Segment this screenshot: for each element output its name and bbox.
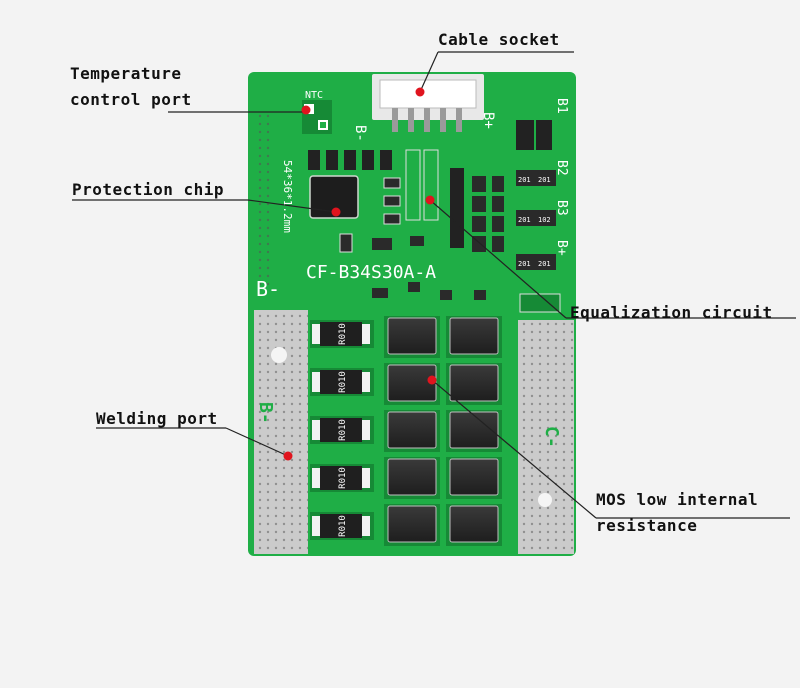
silk-c-minus: C- (541, 426, 562, 448)
smd-cluster (339, 149, 504, 253)
callout-welding-port: Welding port (96, 409, 293, 461)
callout-equalization: Equalization circuit (425, 195, 796, 322)
silk-b-plus-top: B+ (480, 112, 496, 129)
mosfet (387, 458, 437, 496)
sense-resistor-cap-right (362, 468, 370, 488)
silk-b-minus-top: B- (352, 125, 368, 142)
model-marking: CF-B34S30A-A (306, 262, 436, 283)
resistor-code-3: 201 (518, 216, 531, 224)
equalization-resistors: 201 201 201 102 201 201 (516, 120, 556, 270)
resistor-code-4: 102 (538, 216, 551, 224)
resistor-code-1: 201 (518, 176, 531, 184)
welding-port-label: Welding port (96, 409, 218, 428)
mosfet (449, 317, 499, 355)
sense-resistor-code: R010 (338, 515, 348, 537)
silk-b1: B1 (554, 98, 569, 114)
mosfet-grid (384, 316, 502, 546)
callout-temperature: Temperature control port (70, 64, 311, 115)
mount-hole-right (538, 493, 552, 507)
mos-leader (431, 379, 597, 519)
welding-port-leader (225, 427, 289, 457)
sense-resistor-code: R010 (338, 467, 348, 489)
sense-resistor (320, 418, 362, 442)
silk-b-minus-pad: B- (255, 402, 276, 424)
top-smd-row (308, 150, 392, 170)
sense-resistor-cap-left (312, 372, 320, 392)
sense-resistor (320, 466, 362, 490)
protection-chip-label: Protection chip (72, 180, 224, 199)
sense-resistor (320, 514, 362, 538)
sense-resistor-cap-left (312, 324, 320, 344)
cable-socket-pins (392, 108, 462, 132)
callout-cable-socket: Cable socket (415, 30, 574, 97)
mosfet (449, 505, 499, 543)
temperature-marker (301, 105, 311, 115)
cable-socket-housing (379, 79, 477, 109)
mosfet (449, 364, 499, 402)
sense-resistor-code: R010 (338, 419, 348, 441)
protection-chip-marker (331, 207, 341, 217)
sense-resistor (320, 322, 362, 346)
temperature-label-line1: Temperature (70, 64, 181, 83)
sense-resistor-cap-left (312, 420, 320, 440)
sense-resistor-cap-left (312, 468, 320, 488)
cable-socket-label: Cable socket (438, 30, 560, 49)
mos-marker (427, 375, 437, 385)
sense-resistor-code: R010 (338, 371, 348, 393)
ntc-marking: NTC (305, 90, 323, 101)
resistor-code-5: 201 (518, 260, 531, 268)
cable-socket-marker (415, 87, 425, 97)
silk-b2: B2 (554, 160, 569, 176)
equalization-label: Equalization circuit (570, 303, 773, 322)
sense-resistor-cap-right (362, 516, 370, 536)
callout-protection-chip: Protection chip (72, 180, 341, 217)
silk-b3: B3 (554, 200, 569, 216)
sense-resistor-cap-right (362, 324, 370, 344)
mosfet (387, 317, 437, 355)
callout-mos: MOS low internal resistance (427, 375, 790, 535)
sense-resistor-cap-left (312, 516, 320, 536)
mount-hole-left (271, 347, 287, 363)
resistor-code-2: 201 (538, 176, 551, 184)
mosfet (387, 505, 437, 543)
equalization-marker (425, 195, 435, 205)
resistor-code-6: 201 (538, 260, 551, 268)
cable-socket-leader (419, 51, 439, 93)
equalization-leader (429, 199, 567, 319)
temperature-label-line2: control port (70, 90, 192, 109)
welding-port-marker (283, 451, 293, 461)
via-strip-left (256, 110, 270, 290)
sense-resistor-cap-right (362, 372, 370, 392)
mos-label-line1: MOS low internal (596, 490, 758, 509)
size-marking: 54*36*1.2mm (281, 160, 294, 233)
sense-resistor-cap-right (362, 420, 370, 440)
sense-resistor (320, 370, 362, 394)
silk-b-minus-left: B- (256, 277, 280, 301)
mosfet (449, 458, 499, 496)
silk-b-plus-right: B+ (554, 240, 569, 256)
mosfet (387, 411, 437, 449)
sense-resistor-code: R010 (338, 323, 348, 345)
protection-chip-leader (247, 199, 337, 213)
mosfet (449, 411, 499, 449)
mos-label-line2: resistance (596, 516, 697, 535)
protection-chip (309, 175, 359, 219)
